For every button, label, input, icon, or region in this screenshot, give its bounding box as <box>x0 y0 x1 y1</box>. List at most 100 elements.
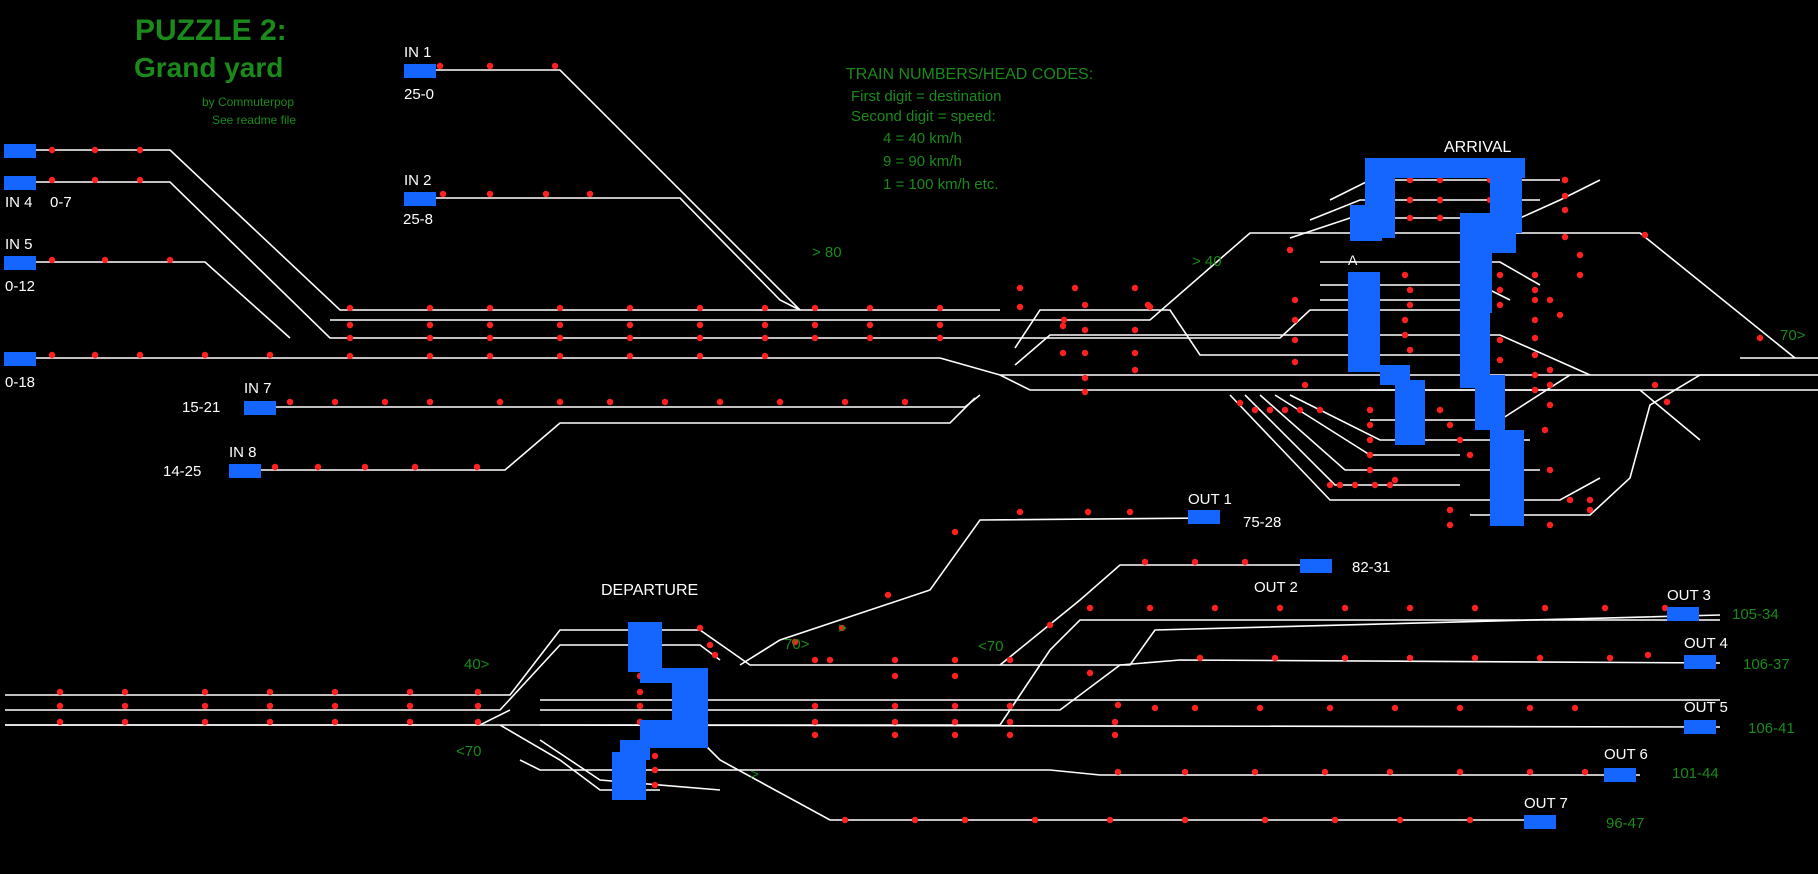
signal-light[interactable] <box>651 766 659 774</box>
signal-light[interactable] <box>1541 604 1549 612</box>
signal-light[interactable] <box>1266 406 1274 414</box>
signal-light[interactable] <box>1251 406 1259 414</box>
signal-light[interactable] <box>951 672 959 680</box>
signal-light[interactable] <box>1406 196 1414 204</box>
signal-light[interactable] <box>486 352 494 360</box>
signal-light[interactable] <box>1016 284 1024 292</box>
signal-light[interactable] <box>426 304 434 312</box>
signal-light[interactable] <box>266 688 274 696</box>
signal-light[interactable] <box>136 146 144 154</box>
signal-light[interactable] <box>1261 816 1269 824</box>
signal-light[interactable] <box>1111 731 1119 739</box>
signal-light[interactable] <box>951 528 959 536</box>
signal-light[interactable] <box>811 656 819 664</box>
signal-light[interactable] <box>1531 271 1539 279</box>
signal-light[interactable] <box>474 702 482 710</box>
signal-light[interactable] <box>1086 604 1094 612</box>
signal-light[interactable] <box>1406 654 1414 662</box>
signal-light[interactable] <box>1331 816 1339 824</box>
signal-light[interactable] <box>1496 336 1504 344</box>
signal-light[interactable] <box>1114 768 1122 776</box>
signal-light[interactable] <box>1406 214 1414 222</box>
signal-light[interactable] <box>1446 521 1454 529</box>
signal-light[interactable] <box>1541 426 1549 434</box>
signal-light[interactable] <box>606 398 614 406</box>
signal-light[interactable] <box>48 351 56 359</box>
signal-light[interactable] <box>951 702 959 710</box>
signal-light[interactable] <box>841 816 849 824</box>
signal-light[interactable] <box>439 190 447 198</box>
signal-light[interactable] <box>48 146 56 154</box>
signal-light[interactable] <box>496 398 504 406</box>
signal-light[interactable] <box>486 321 494 329</box>
signal-light[interactable] <box>201 351 209 359</box>
signal-light[interactable] <box>1084 508 1092 516</box>
signal-light[interactable] <box>1211 604 1219 612</box>
signal-light[interactable] <box>266 718 274 726</box>
signal-light[interactable] <box>286 398 294 406</box>
signal-light[interactable] <box>1546 521 1554 529</box>
signal-light[interactable] <box>1561 192 1569 200</box>
signal-light[interactable] <box>486 190 494 198</box>
signal-light[interactable] <box>951 656 959 664</box>
signal-light[interactable] <box>696 321 704 329</box>
signal-light[interactable] <box>651 752 659 760</box>
signal-light[interactable] <box>1291 296 1299 304</box>
signal-light[interactable] <box>1436 214 1444 222</box>
signal-light[interactable] <box>761 304 769 312</box>
signal-light[interactable] <box>1181 816 1189 824</box>
signal-light[interactable] <box>121 702 129 710</box>
signal-light[interactable] <box>1644 651 1652 659</box>
signal-light[interactable] <box>1576 251 1584 259</box>
signal-light[interactable] <box>866 334 874 342</box>
signal-light[interactable] <box>841 398 849 406</box>
signal-light[interactable] <box>1016 508 1024 516</box>
signal-light[interactable] <box>486 304 494 312</box>
signal-light[interactable] <box>1601 604 1609 612</box>
signal-light[interactable] <box>474 718 482 726</box>
signal-light[interactable] <box>626 304 634 312</box>
signal-light[interactable] <box>811 731 819 739</box>
signal-light[interactable] <box>1406 301 1414 309</box>
signal-light[interactable] <box>486 334 494 342</box>
signal-light[interactable] <box>556 304 564 312</box>
signal-light[interactable] <box>1391 476 1399 484</box>
signal-light[interactable] <box>1114 701 1122 709</box>
signal-light[interactable] <box>811 304 819 312</box>
signal-light[interactable] <box>951 718 959 726</box>
signal-light[interactable] <box>706 641 714 649</box>
signal-light[interactable] <box>1241 558 1249 566</box>
signal-light[interactable] <box>1581 768 1589 776</box>
signal-light[interactable] <box>1071 284 1079 292</box>
signal-light[interactable] <box>331 718 339 726</box>
signal-light[interactable] <box>1366 466 1374 474</box>
signal-light[interactable] <box>1366 451 1374 459</box>
signal-light[interactable] <box>1561 206 1569 214</box>
signal-light[interactable] <box>56 688 64 696</box>
signal-light[interactable] <box>1256 704 1264 712</box>
signal-light[interactable] <box>1401 316 1409 324</box>
signal-light[interactable] <box>761 334 769 342</box>
signal-light[interactable] <box>626 321 634 329</box>
signal-light[interactable] <box>1406 176 1414 184</box>
signal-light[interactable] <box>486 62 494 70</box>
signal-light[interactable] <box>1326 481 1334 489</box>
signal-light[interactable] <box>48 256 56 264</box>
signal-light[interactable] <box>1436 176 1444 184</box>
signal-light[interactable] <box>901 398 909 406</box>
signal-light[interactable] <box>201 718 209 726</box>
signal-light[interactable] <box>1586 506 1594 514</box>
signal-light[interactable] <box>1351 481 1359 489</box>
signal-light[interactable] <box>1661 604 1669 612</box>
signal-light[interactable] <box>1556 311 1564 319</box>
signal-light[interactable] <box>346 352 354 360</box>
signal-light[interactable] <box>1586 496 1594 504</box>
signal-light[interactable] <box>361 463 369 471</box>
signal-light[interactable] <box>101 256 109 264</box>
signal-light[interactable] <box>1016 303 1024 311</box>
signal-light[interactable] <box>1546 366 1554 374</box>
signal-light[interactable] <box>551 62 559 70</box>
signal-light[interactable] <box>136 351 144 359</box>
signal-light[interactable] <box>56 718 64 726</box>
signal-light[interactable] <box>1006 656 1014 664</box>
